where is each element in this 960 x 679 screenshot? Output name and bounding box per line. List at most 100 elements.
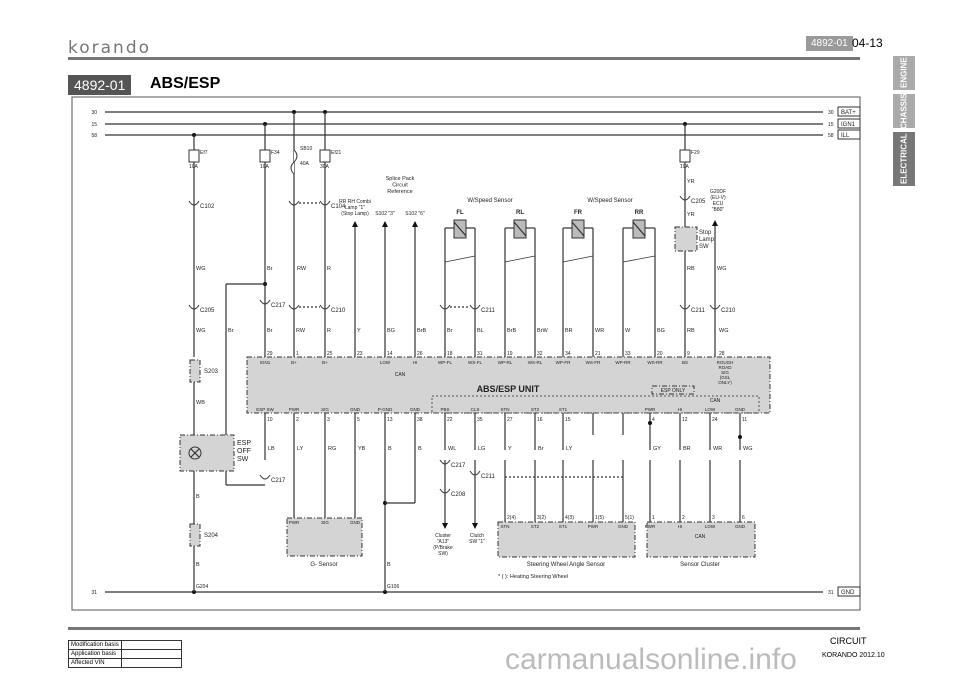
wire-color-label: Br: [267, 328, 273, 334]
ecu-top-pin-number: 25: [327, 351, 333, 357]
fuse-name: SB10: [300, 146, 312, 152]
swas-pin-number: 5(1): [625, 515, 634, 521]
ecu-bottom-pin-name: GND: [410, 407, 421, 412]
arrow-icon: [352, 221, 358, 227]
connector-icon: [288, 304, 300, 310]
wire-color-label: B: [418, 446, 422, 452]
ecu-bottom-pin-name: GND: [350, 407, 361, 412]
ecu-top-pin-number: 28: [719, 351, 725, 357]
ground-point-label: G106: [387, 584, 399, 590]
connector-label: C217: [271, 303, 286, 309]
fuse-name: F29: [691, 150, 700, 156]
fuse-rating: 10A: [189, 164, 199, 170]
wire-color-label: BrB: [417, 328, 427, 334]
connector-label: C211: [481, 308, 496, 314]
ground-number: 31: [828, 590, 834, 596]
ecu-bottom-pin-name: PWR: [645, 407, 656, 412]
ecu-top-pin-name: WS-RR: [647, 360, 663, 365]
ecu-bottom-pin-name: HI: [678, 407, 683, 412]
connector-label: C104: [331, 204, 346, 210]
ecu-top-pin-name: IGN1: [260, 360, 271, 365]
ecu-bottom-pin-number: 13: [387, 417, 393, 423]
connector-icon: [439, 459, 451, 465]
ecu-bottom-pin-number: 38: [417, 417, 423, 423]
ecu-bottom-pin-name: ST1: [559, 407, 568, 412]
indicator-lamp-icon: [188, 446, 202, 460]
ground-label: GND: [841, 590, 855, 596]
ecu-bottom-pin-name: LOW: [705, 407, 716, 412]
sensor-cluster-pin: PWR: [645, 524, 656, 529]
bus-number: 30: [91, 110, 97, 116]
wire-color-label: BG: [657, 328, 665, 334]
connector-icon: [288, 200, 300, 206]
wheel-label: FL: [456, 210, 464, 216]
wire-color-label: LB: [268, 446, 275, 452]
fuse-icon: [259, 149, 271, 163]
wire-color-label: RW: [296, 328, 306, 334]
connector-label: C211: [691, 308, 706, 314]
connector-label: C217: [271, 478, 286, 484]
connector-icon: [439, 304, 451, 310]
watermark: carmanualsonline.info: [505, 643, 797, 676]
wire-color-label: WB: [196, 400, 205, 406]
modification-basis-label: Modification basis: [68, 640, 122, 650]
connector-icon: [188, 304, 200, 310]
wire-color-label: WG: [196, 266, 205, 272]
sensor-cluster-pin-number: 3: [712, 515, 715, 521]
wire-color-label: Br: [228, 328, 234, 334]
connector-icon: [469, 470, 481, 476]
ecu-top-pin-name: B+: [322, 360, 328, 365]
ecu-bottom-pin-number: 16: [537, 417, 543, 423]
sensor-diagonal: [513, 221, 527, 237]
ecu-bottom-pin-number: 12: [682, 417, 688, 423]
wire-color-label: WL: [448, 446, 456, 452]
ecu-top-pin-number: 21: [595, 351, 601, 357]
ecu-bottom-pin-number: 5: [357, 417, 360, 423]
connector-icon: [319, 200, 331, 206]
ecu-top-pin-name: WS-FL: [468, 360, 482, 365]
ecu-bottom-pin-name: STN: [501, 407, 510, 412]
ecu-top-pin-name: B+: [291, 360, 297, 365]
wire-color-label: RW: [297, 266, 307, 272]
connector-label: C205: [200, 308, 215, 314]
wire-color-label: LY: [566, 446, 573, 452]
swas-pin-number: 4(3): [565, 515, 574, 521]
ecu-top-pin-name: LOW: [380, 360, 391, 365]
swas-pin: PWR: [588, 524, 599, 529]
connector-label: C217: [451, 463, 466, 469]
header-code: 4892-01: [806, 36, 853, 51]
swas-pin: GND: [618, 524, 629, 529]
ground-label-box: [837, 586, 861, 597]
arrow-icon: [412, 221, 418, 227]
ecu-top-pin-number: 23: [357, 351, 363, 357]
circuit-label: CIRCUIT: [830, 636, 867, 646]
section-code: 4892-01: [68, 75, 132, 95]
sensor-cluster-pin-number: 1: [652, 515, 655, 521]
connector-icon: [319, 304, 331, 310]
wire-color-label: B: [196, 562, 200, 568]
ecu-top-pin-number: 29: [267, 351, 273, 357]
twisted-pair-icon: [562, 255, 594, 263]
abs-esp-unit: [246, 356, 771, 414]
connector-icon: [188, 200, 200, 206]
ecu-top-pin-name: WS-RL: [528, 360, 543, 365]
wire-color-label: Y: [508, 446, 512, 452]
splice-s204: [189, 523, 201, 547]
wire-color-label: W: [625, 328, 631, 334]
fuse-rating: 30A: [320, 164, 330, 170]
connector-label: C208: [451, 492, 466, 498]
sensor-cluster: [646, 521, 756, 558]
junction-dot: [648, 421, 652, 425]
wire-color-label: WG: [717, 266, 726, 272]
sensor-diagonal: [632, 221, 646, 237]
ecu-top-pin-number: 18: [447, 351, 453, 357]
ecu-top-pin-number: 26: [417, 351, 423, 357]
splice-label: S203: [204, 369, 219, 375]
wire-color-label: BrW: [537, 328, 549, 334]
ecu-bottom-pin-name: GND: [735, 407, 746, 412]
bus-label: BAT+: [841, 110, 856, 116]
ecu-top-pin-number: 20: [657, 351, 663, 357]
sensor-cluster-pin: LOW: [705, 524, 716, 529]
